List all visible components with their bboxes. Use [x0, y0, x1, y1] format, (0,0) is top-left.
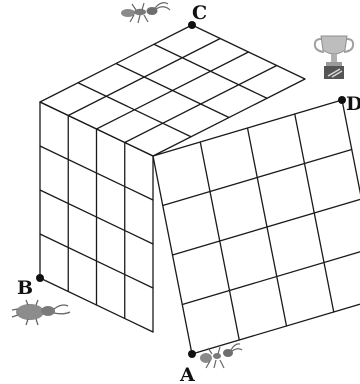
beetle-icon: [11, 299, 71, 326]
ant-icon: [121, 2, 171, 24]
top-face-line-u4: [152, 78, 306, 157]
top-face-line-v2: [115, 62, 230, 119]
vertex-b-label: B: [17, 277, 33, 299]
vertex-a-dot: [188, 350, 196, 358]
vertex-c-dot: [188, 21, 196, 29]
right-face-line-v3: [181, 251, 360, 306]
right-face-line-u3: [294, 113, 335, 313]
vertex-a-label: A: [179, 364, 195, 384]
cube-grid: [39, 24, 360, 355]
left-face-line-v2: [39, 189, 154, 245]
right-face-line-u4: [341, 99, 360, 195]
vertex-d-dot: [338, 96, 346, 104]
top-face-line-u3: [124, 64, 278, 144]
left-face-line-v3: [39, 233, 154, 289]
top-face-line-v3: [153, 43, 268, 99]
vertex-b-dot: [36, 274, 44, 282]
ant-icon: [200, 343, 243, 369]
trophy-icon: [313, 35, 355, 79]
left-face-line-v4: [39, 277, 154, 333]
right-face-line-v2: [171, 198, 360, 256]
vertex-c-label: C: [192, 2, 207, 24]
right-face-line-v4: [191, 303, 360, 355]
vertex-d-label: D: [346, 93, 360, 115]
top-face-line-v4: [191, 24, 306, 80]
